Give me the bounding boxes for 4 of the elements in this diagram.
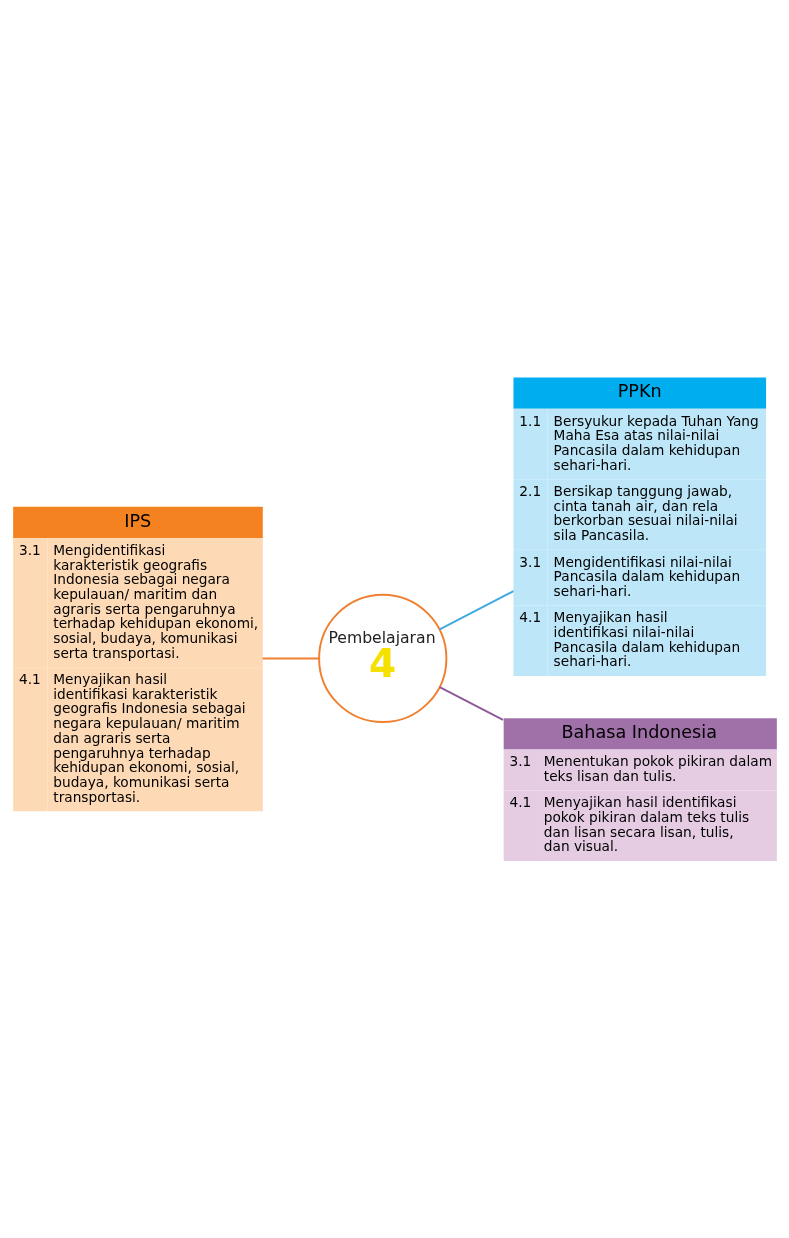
node-circle: Pembelajaran 4 [318, 593, 448, 724]
connector [261, 657, 320, 660]
connector [438, 590, 515, 631]
connector [438, 686, 504, 721]
